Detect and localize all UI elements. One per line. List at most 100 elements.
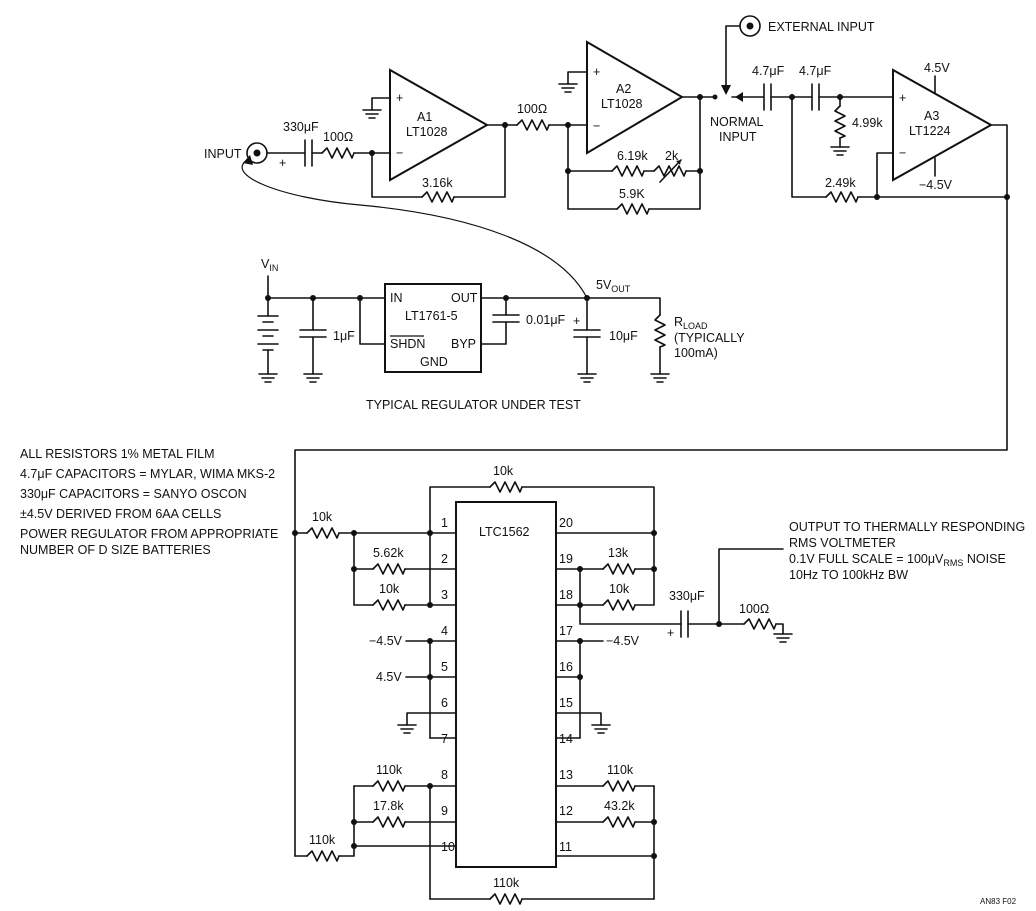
dashed-connection-arrow (241, 159, 588, 299)
pin-17-label: 17 (559, 624, 573, 638)
pin4-voltage: −4.5V (369, 634, 403, 648)
svg-text:+: + (396, 91, 403, 105)
pin10-input-resistor-value: 110k (309, 833, 336, 847)
filter-input-resistor-value: 10k (312, 510, 333, 524)
output-note-4: 10Hz TO 100kHz BW (789, 568, 908, 582)
output-load-resistor (743, 618, 777, 630)
pin3-resistor (372, 599, 406, 611)
input-capacitor-value: 330μF (283, 120, 319, 134)
op-amp-a2 (586, 40, 684, 155)
svg-text:+: + (667, 626, 674, 640)
normal-input-label-1: NORMAL (710, 115, 764, 129)
pin9-resistor (372, 816, 406, 828)
svg-text:−: − (899, 146, 906, 160)
pin19-resistor (602, 563, 636, 575)
output-capacitor-value: 10μF (609, 329, 638, 343)
load-resistor-label: RLOAD (674, 315, 708, 331)
pin-5-label: 5 (441, 660, 448, 674)
svg-text:+: + (899, 91, 906, 105)
hp-shunt-resistor-value: 4.99k (852, 116, 883, 130)
hp-shunt-resistor (834, 105, 846, 139)
op-amp-a1 (389, 68, 490, 182)
output-note-1: OUTPUT TO THERMALLY RESPONDING (789, 520, 1025, 534)
ltc1562-chip (455, 501, 557, 868)
svg-text:−: − (396, 146, 403, 160)
bottom-resistor-value: 110k (493, 876, 520, 890)
svg-text:+: + (593, 65, 600, 79)
a3-feedback-value: 2.49k (825, 176, 856, 190)
vout-label: 5VOUT (596, 278, 631, 294)
notes: ALL RESISTORS 1% METAL FILM 4.7μF CAPACI… (20, 447, 278, 557)
pin-18-label: 18 (559, 588, 573, 602)
svg-text:330μF CAPACITORS = SANYO OSCON: 330μF CAPACITORS = SANYO OSCON (20, 487, 247, 501)
pin-4-label: 4 (441, 624, 448, 638)
a1-part: LT1028 (406, 125, 448, 139)
a1-a2-resistor (516, 119, 550, 131)
pin19-resistor-value: 13k (608, 546, 629, 560)
pin-16-label: 16 (559, 660, 573, 674)
output-capacitor (573, 297, 601, 375)
pin-8-label: 8 (441, 768, 448, 782)
pin-19-label: 19 (559, 552, 573, 566)
a1-name: A1 (417, 110, 432, 124)
a1-feedback-resistor (421, 191, 455, 203)
load-note-1: (TYPICALLY (674, 331, 745, 345)
filter-input-resistor (306, 527, 340, 539)
plus-sign: + (279, 156, 286, 170)
pin-12-label: 12 (559, 804, 573, 818)
a2-pot-value: 2k (665, 149, 679, 163)
a3-supply-negative: −4.5V (919, 178, 953, 192)
input-resistor (321, 147, 355, 159)
a2-feedback-value-1: 6.19k (617, 149, 648, 163)
pin18-resistor-value: 10k (609, 582, 630, 596)
load-resistor (654, 314, 666, 348)
a3-supply-positive: 4.5V (924, 61, 950, 75)
vin-label: VIN (261, 257, 278, 273)
regulator-chip-name: LT1761-5 (405, 309, 458, 323)
a3-feedback-resistor (825, 191, 859, 203)
pin2-resistor (372, 563, 406, 575)
pin12-resistor-value: 43.2k (604, 799, 635, 813)
svg-text:NUMBER OF D SIZE BATTERIES: NUMBER OF D SIZE BATTERIES (20, 543, 211, 557)
bottom-resistor (489, 893, 523, 905)
pin-9-label: 9 (441, 804, 448, 818)
hp-capacitor-1 (763, 83, 772, 111)
a2-feedback-resistor-1 (611, 165, 645, 177)
pin5-voltage: 4.5V (376, 670, 402, 684)
svg-text:4.7μF CAPACITORS = MYLAR, WIMA: 4.7μF CAPACITORS = MYLAR, WIMA MKS-2 (20, 467, 275, 481)
output-resistor-value: 100Ω (739, 602, 769, 616)
regulator-pin-out: OUT (451, 291, 478, 305)
pin-10-label: 10 (441, 840, 455, 854)
regulator-caption: TYPICAL REGULATOR UNDER TEST (366, 398, 581, 412)
input-label: INPUT (204, 147, 242, 161)
a1-feedback-value: 3.16k (422, 176, 453, 190)
normal-input-label-2: INPUT (719, 130, 757, 144)
pin-13-label: 13 (559, 768, 573, 782)
svg-text:ALL RESISTORS 1% METAL FILM: ALL RESISTORS 1% METAL FILM (20, 447, 215, 461)
pin9-resistor-value: 17.8k (373, 799, 404, 813)
op-amp-a3 (892, 68, 994, 182)
a2-feedback-resistor-2 (616, 203, 650, 215)
regulator-input-capacitor (299, 297, 327, 375)
pin-20-label: 20 (559, 516, 573, 530)
pin-14-label: 14 (559, 732, 573, 746)
pin18-resistor (602, 599, 636, 611)
bypass-capacitor (480, 297, 520, 345)
a2-part: LT1028 (601, 97, 643, 111)
regulator-pin-byp: BYP (451, 337, 476, 351)
pin8-resistor (372, 780, 406, 792)
hp-capacitor-2-value: 4.7μF (799, 64, 832, 78)
hp-capacitor-2 (811, 83, 820, 111)
pin17-voltage: −4.5V (606, 634, 640, 648)
pin-6-label: 6 (441, 696, 448, 710)
regulator-pin-shdn: SHDN (390, 337, 425, 351)
a1-a2-resistor-value: 100Ω (517, 102, 547, 116)
pin-15-label: 15 (559, 696, 573, 710)
external-input-jack (739, 15, 761, 37)
pin-7-label: 7 (441, 732, 448, 746)
top-resistor-value: 10k (493, 464, 514, 478)
a2-name: A2 (616, 82, 631, 96)
output-coupling-capacitor (680, 610, 689, 638)
